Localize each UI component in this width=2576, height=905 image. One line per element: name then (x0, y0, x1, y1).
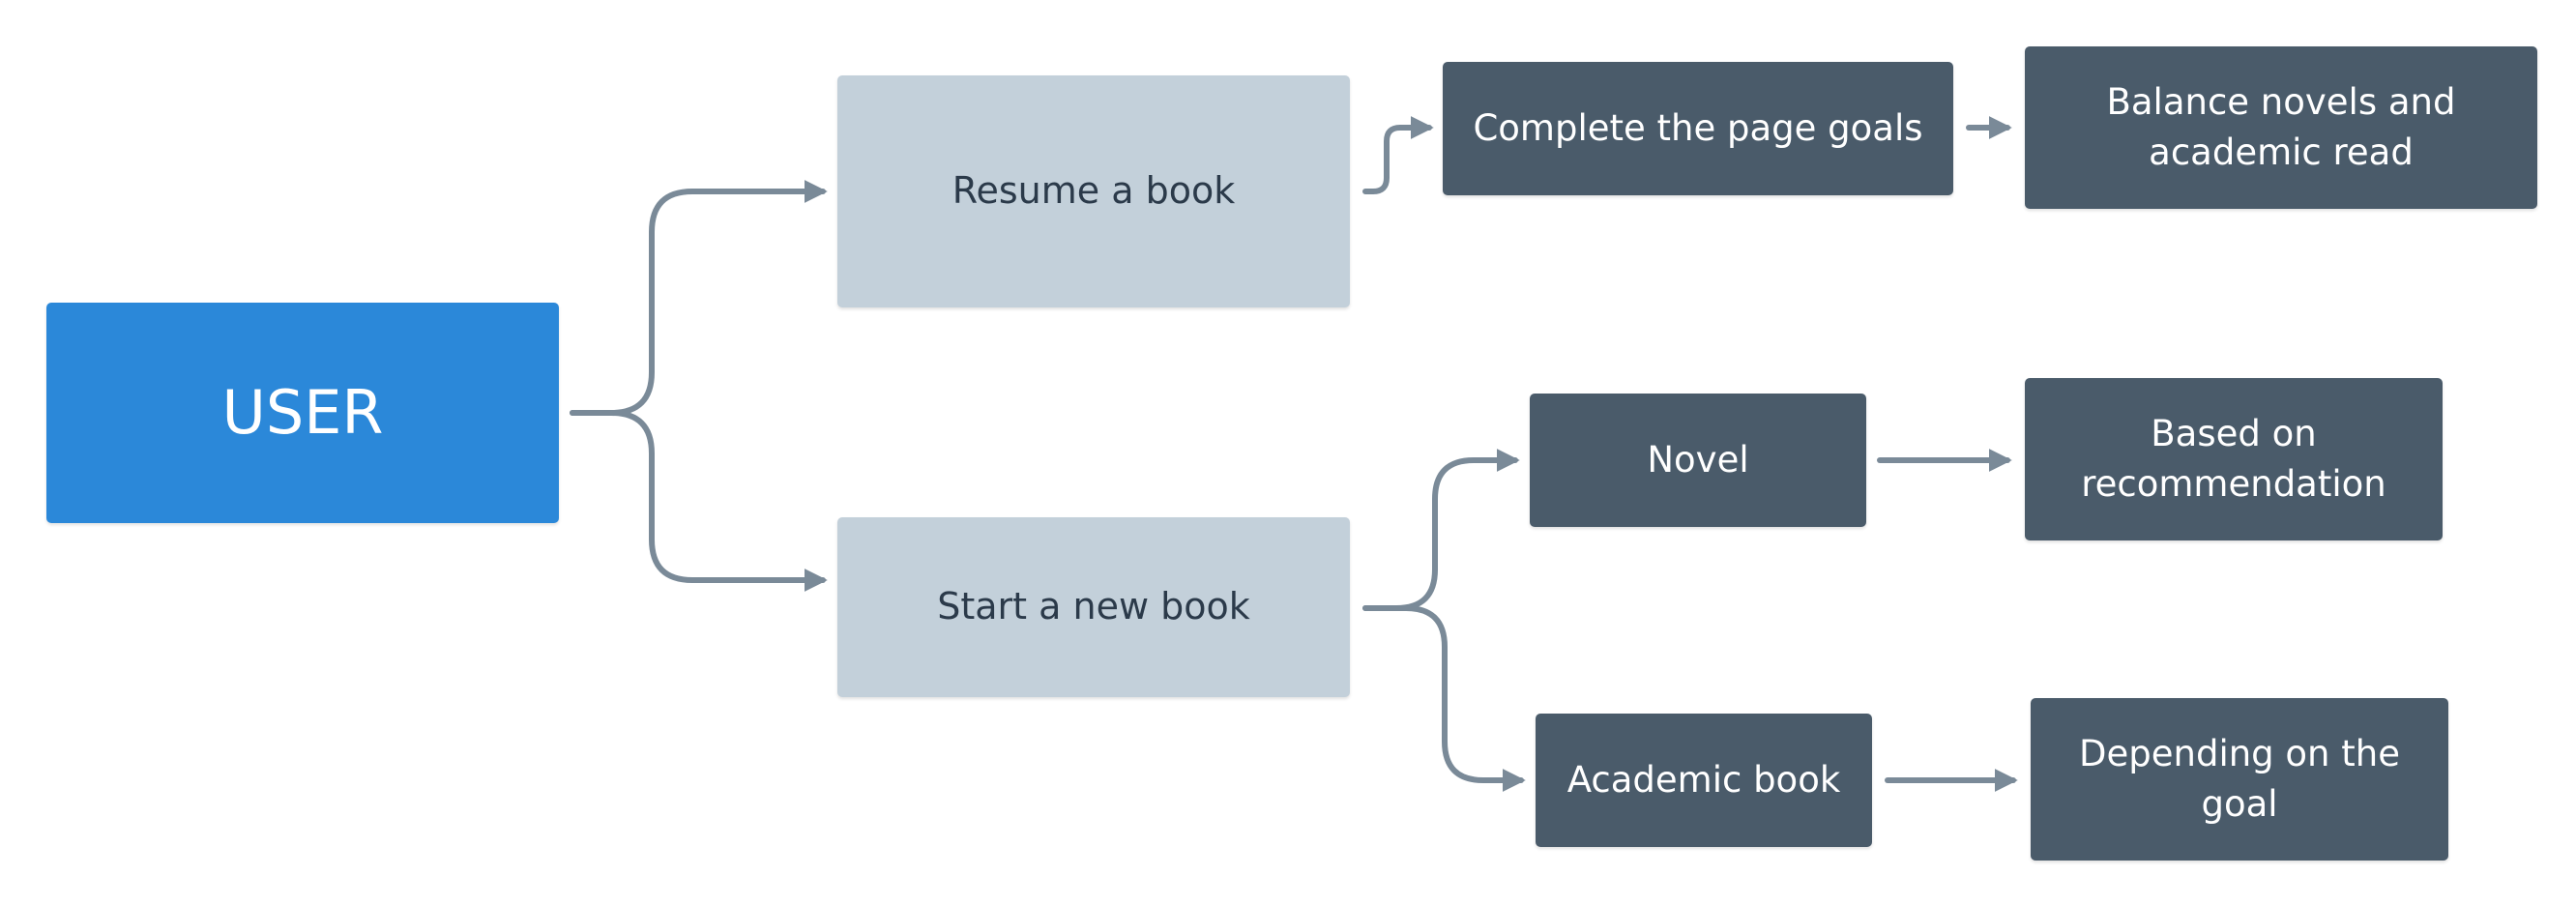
node-based-on-recommendation[interactable]: Based on recommendation (2025, 378, 2443, 540)
arrow-resume-to-page-goals (1362, 116, 1434, 194)
node-depending-on-goal[interactable]: Depending on the goal (2031, 698, 2448, 861)
node-balance-novels[interactable]: Balance novels and academic read (2025, 46, 2537, 209)
arrow-user-to-resume (570, 180, 828, 416)
arrow-user-to-start-new (570, 410, 828, 592)
node-complete-page-goals[interactable]: Complete the page goals (1443, 62, 1953, 195)
node-academic-book-label: Academic book (1566, 759, 1841, 802)
node-depending-on-goal-label: Depending on the goal (2079, 733, 2400, 825)
node-academic-book[interactable]: Academic book (1536, 714, 1872, 847)
node-resume-a-book-label: Resume a book (951, 169, 1236, 213)
node-based-on-recommendation-label: Based on recommendation (2081, 413, 2386, 505)
node-resume-a-book[interactable]: Resume a book (837, 75, 1350, 307)
node-novel[interactable]: Novel (1530, 394, 1866, 527)
node-novel-label: Novel (1647, 439, 1749, 482)
node-complete-page-goals-label: Complete the page goals (1473, 107, 1923, 150)
arrow-start-new-to-novel (1362, 449, 1520, 611)
node-user[interactable]: USER (46, 303, 559, 523)
node-start-a-new-book-label: Start a new book (937, 585, 1250, 628)
node-balance-novels-label: Balance novels and academic read (2106, 81, 2456, 173)
arrow-start-new-to-academic (1362, 605, 1526, 792)
node-start-a-new-book[interactable]: Start a new book (837, 517, 1350, 697)
node-user-label: USER (221, 376, 384, 448)
